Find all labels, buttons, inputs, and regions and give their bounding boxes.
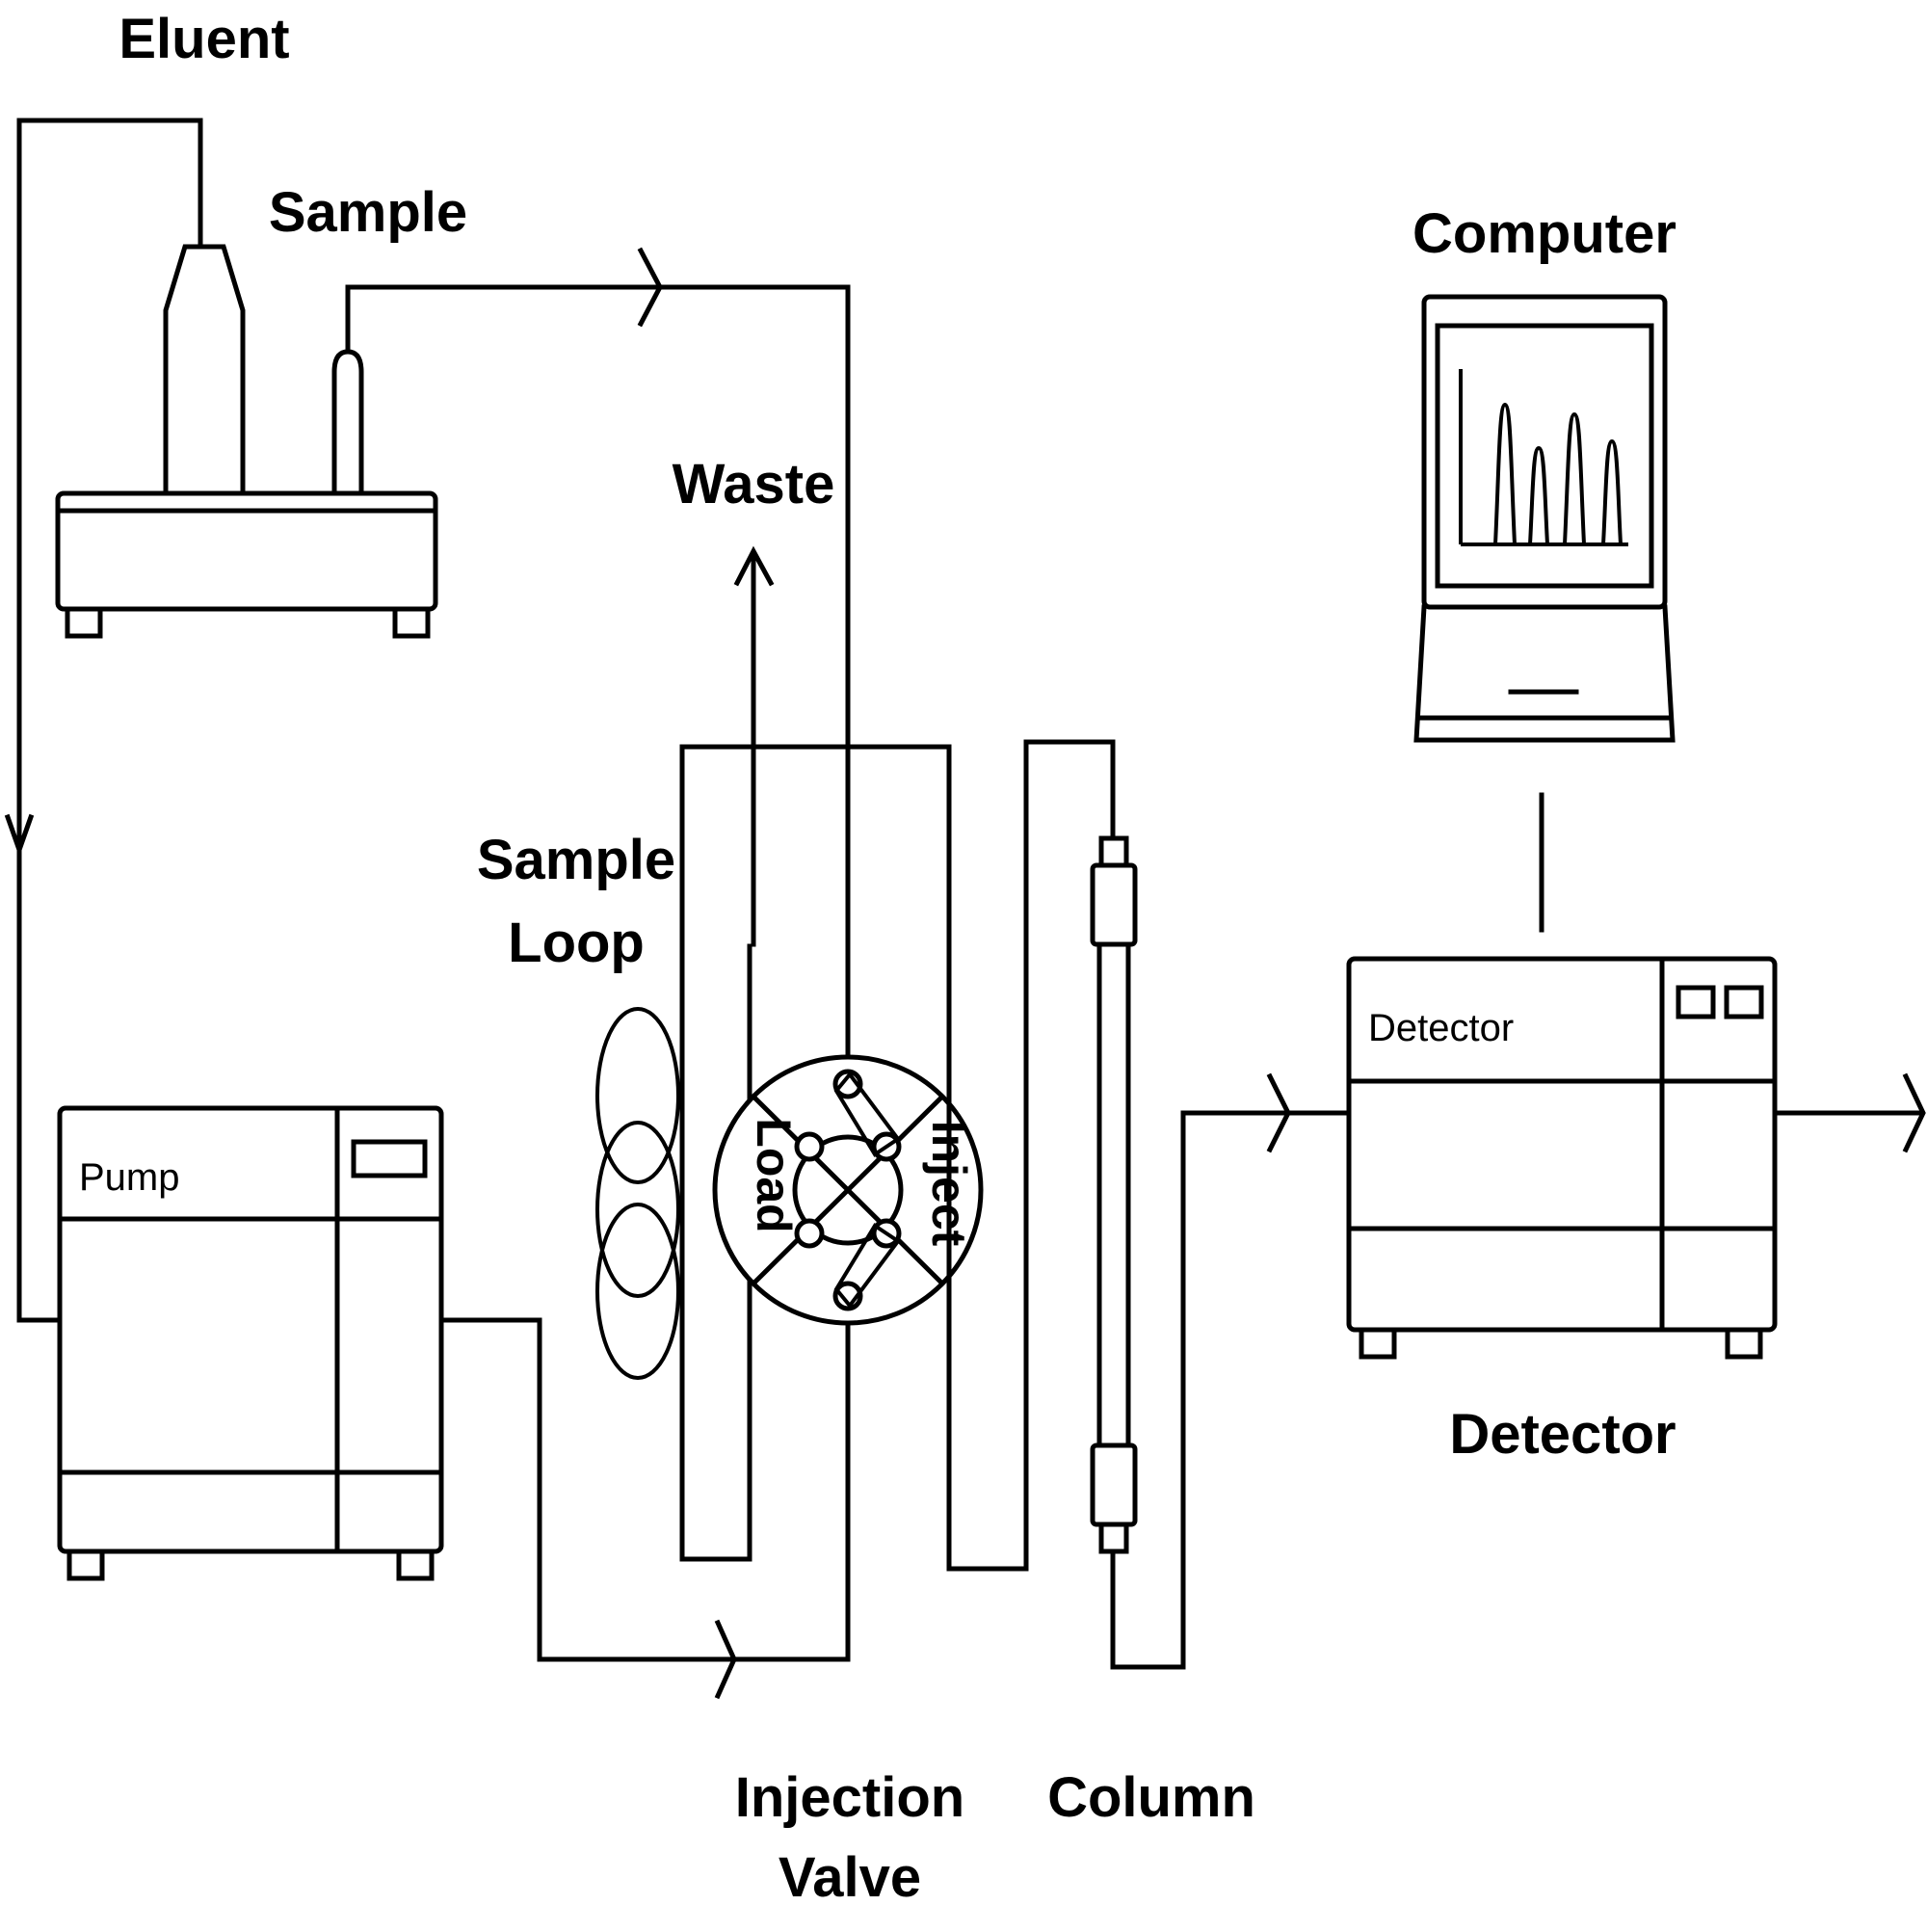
column (1090, 835, 1138, 1554)
eluent-bottle (163, 244, 246, 496)
pump-panel-label: Pump (79, 1156, 180, 1199)
inject-label: Inject (922, 1121, 976, 1247)
valve-to-column-line (946, 739, 1116, 1572)
reservoir-tray (55, 490, 438, 639)
sample-line (345, 284, 851, 1071)
eluent-label: Eluent (119, 8, 289, 70)
load-label: Load (747, 1118, 801, 1232)
detector-label: Detector (1449, 1403, 1676, 1466)
flow-arrow-icon (4, 813, 35, 858)
injection-valve-label-line2: Valve (779, 1846, 921, 1909)
pump-outlet-line (438, 1310, 851, 1662)
flow-arrow-icon (637, 247, 663, 328)
pump-display (351, 1139, 428, 1178)
flow-arrow-icon (1266, 1072, 1291, 1153)
waste-label: Waste (673, 453, 835, 516)
detector-display-2 (1724, 985, 1764, 1019)
injection-valve-label-line1: Injection (735, 1766, 964, 1829)
pump-unit (57, 1105, 444, 1581)
flow-arrow-icon (714, 1619, 737, 1700)
flow-arrow-icon (733, 545, 775, 587)
eluent-line (16, 118, 203, 1323)
flow-arrow-icon (1902, 1072, 1926, 1153)
sample-loop-label-line2: Loop (508, 912, 645, 974)
sample-vial (331, 349, 364, 496)
sample-loop-label-line1: Sample (477, 829, 675, 891)
computer-laptop (1413, 294, 1676, 743)
injection-valve (712, 1054, 984, 1326)
computer-label: Computer (1412, 202, 1676, 265)
sample-label: Sample (269, 181, 467, 244)
sample-loop (595, 744, 952, 1562)
detector-panel-label: Detector (1368, 1007, 1514, 1049)
chromatogram-peaks-icon (1459, 369, 1628, 546)
detector-display-1 (1676, 985, 1716, 1019)
column-to-detector-line (1110, 1110, 1352, 1670)
detector-unit (1346, 956, 1778, 1360)
column-label: Column (1047, 1766, 1255, 1829)
